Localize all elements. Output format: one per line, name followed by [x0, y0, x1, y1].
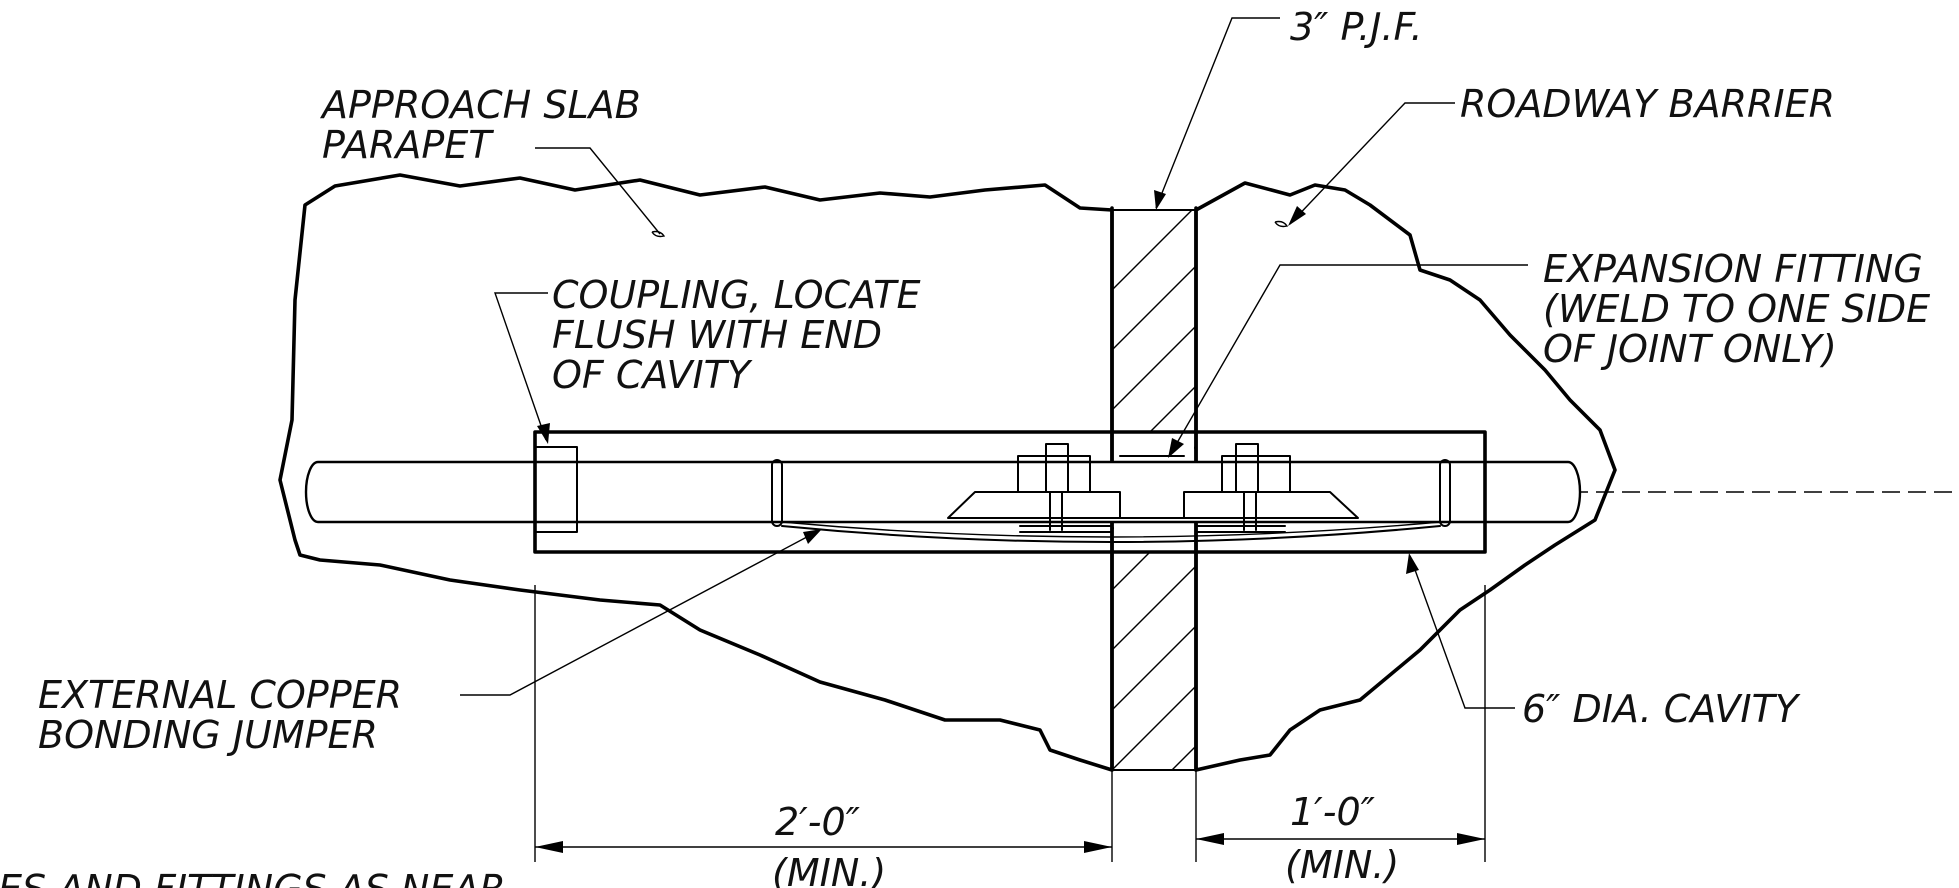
bonding-jumper-wire [781, 525, 1441, 543]
label-expansion-1: EXPANSION FITTING [1543, 247, 1923, 291]
break-marker-left [651, 230, 666, 238]
label-bottom-note: ES AND FITTINGS AS NEAR [0, 867, 506, 888]
label-roadway-barrier: ROADWAY BARRIER [1460, 82, 1835, 126]
label-cavity: 6″ DIA. CAVITY [1522, 687, 1801, 731]
label-pjf: 3″ P.J.F. [1290, 5, 1423, 49]
label-jumper-1: EXTERNAL COPPER [38, 673, 402, 717]
dim-left-arrow-end [1084, 841, 1112, 853]
leader-expansion-fitting-arrow [1168, 438, 1184, 458]
leader-cavity-arrow [1406, 553, 1419, 574]
leader-roadway-barrier [1289, 102, 1455, 225]
label-approach-slab-1: APPROACH SLAB [319, 83, 641, 127]
label-expansion-2: (WELD TO ONE SIDE [1543, 287, 1930, 331]
jumper-clamp-left [771, 459, 783, 527]
label-coupling-2: FLUSH WITH END [552, 313, 882, 357]
leader-coupling-arrow [537, 423, 550, 444]
label-dim-right: 1′-0″ [1290, 790, 1375, 834]
label-dim-right-min: (MIN.) [1285, 843, 1399, 887]
coupling [534, 446, 578, 533]
dim-right-arrow-start [1196, 833, 1224, 845]
dim-right-arrow-end [1457, 833, 1485, 845]
label-coupling-1: COUPLING, LOCATE [552, 273, 920, 317]
label-approach-slab-2: PARAPET [322, 123, 494, 167]
jumper-clamp-right [1439, 459, 1451, 527]
label-expansion-3: OF JOINT ONLY) [1543, 327, 1837, 371]
leader-approach-slab [535, 147, 661, 235]
leader-bonding-jumper-arrow [803, 529, 822, 544]
leader-coupling [494, 292, 548, 441]
conduit-pipe [304, 460, 1582, 524]
break-marker-right [1274, 220, 1289, 228]
approach-slab-outline [278, 173, 1114, 772]
leader-cavity [1409, 555, 1515, 709]
leader-pjf-arrow [1154, 190, 1166, 210]
expansion-fitting-right [1183, 443, 1359, 533]
label-coupling-3: OF CAVITY [552, 353, 753, 397]
label-jumper-2: BONDING JUMPER [38, 713, 378, 757]
label-dim-left-min: (MIN.) [772, 851, 886, 888]
leader-expansion-fitting [1169, 264, 1528, 456]
dim-left-arrow-start [535, 841, 563, 853]
leader-roadway-barrier-arrow [1288, 206, 1306, 226]
label-dim-left: 2′-0″ [775, 800, 860, 844]
expansion-fitting-left [947, 443, 1121, 533]
leader-pjf [1155, 17, 1280, 209]
leader-bonding-jumper [460, 529, 821, 696]
bonding-jumper-wire-inner [781, 521, 1441, 538]
roadway-barrier-outline [1194, 181, 1617, 772]
